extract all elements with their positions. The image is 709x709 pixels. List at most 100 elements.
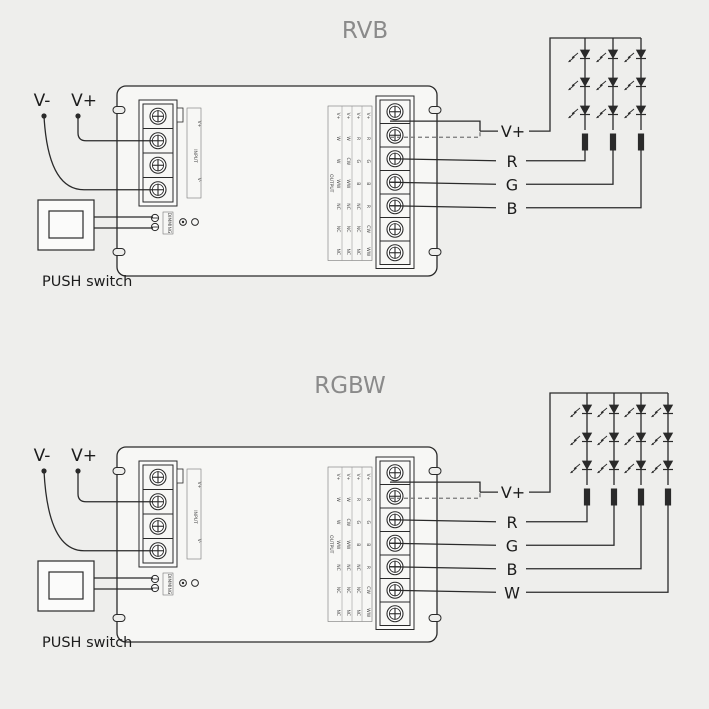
output-table-cell: B <box>365 543 371 546</box>
wire-output-color <box>389 205 497 209</box>
led-light-arrowhead <box>568 87 572 90</box>
resistor-icon <box>610 488 618 506</box>
output-block-label: OUTPUT <box>328 174 334 193</box>
output-table-cell: NC <box>355 248 361 255</box>
output-table <box>327 466 373 622</box>
switch-label: PUSH switch <box>42 635 132 651</box>
output-table-cell: W <box>335 520 341 525</box>
wire-led-bus <box>529 392 668 493</box>
led-icon <box>579 49 591 59</box>
output-table-cell: B <box>365 182 371 185</box>
output-table-cell: G <box>355 520 361 524</box>
output-table-cell: NC <box>355 226 361 233</box>
output-table-cell: WW <box>345 179 351 188</box>
output-table-cell: V+ <box>345 474 351 481</box>
led-icon <box>635 49 647 59</box>
output-table-cell: WW <box>365 608 371 617</box>
output-table-cell: WW <box>345 540 351 549</box>
wire-output-color <box>389 181 497 185</box>
output-table-cell: V+ <box>345 113 351 120</box>
dimming-label: DIMMING <box>166 213 172 234</box>
output-table-cell: V+ <box>365 113 371 120</box>
output-wire-label: B <box>507 560 518 579</box>
output-table-cell: WW <box>365 247 371 256</box>
led-icon <box>608 432 620 442</box>
led-light-arrowhead <box>624 59 628 62</box>
output-table-cell: R <box>365 205 371 208</box>
led-icon <box>662 404 674 414</box>
wire-output-vplus <box>390 120 481 132</box>
output-wire-label: V+ <box>501 483 525 502</box>
push-switch-icon <box>37 560 95 612</box>
wire-led-return <box>526 150 586 162</box>
wire-output-vplus <box>390 481 481 493</box>
wire-output-color <box>389 566 497 570</box>
led-light-arrowhead <box>651 470 655 473</box>
output-table-cell: NC <box>335 609 341 616</box>
dimming-label-strip <box>162 211 174 235</box>
led-icon <box>607 49 619 59</box>
resistor-icon <box>581 133 589 151</box>
input-block-label: INPUT <box>192 510 198 524</box>
output-table-cell: V+ <box>335 113 341 120</box>
output-table-cell: NC <box>355 609 361 616</box>
output-table-cell: V+ <box>355 113 361 120</box>
led-light-arrowhead <box>596 87 600 90</box>
wire-led-bus <box>529 37 641 132</box>
mounting-slot <box>428 248 442 256</box>
output-table-cell: NC <box>345 226 351 233</box>
output-wire-label: G <box>506 175 518 194</box>
output-table-cell: R <box>355 498 361 501</box>
diagram-title: RVB <box>342 18 388 44</box>
input-pin-label: V- <box>196 178 202 183</box>
output-table-cell: NC <box>335 226 341 233</box>
wire-output-color <box>389 589 497 593</box>
output-table-cell: CW <box>365 225 371 233</box>
output-table-cell: R <box>365 566 371 569</box>
output-table-cell: R <box>355 137 361 140</box>
output-wire-label: B <box>507 199 518 218</box>
input-label-v-plus: V+ <box>71 91 97 111</box>
led-light-arrowhead <box>570 442 574 445</box>
led-icon <box>581 432 593 442</box>
output-table-cell: W <box>335 497 341 502</box>
output-table-cell: NC <box>345 248 351 255</box>
led-light-arrowhead <box>568 115 572 118</box>
output-table-cell: CW <box>365 586 371 594</box>
output-table <box>327 105 373 261</box>
led-icon <box>608 460 620 470</box>
output-table-cell: G <box>365 159 371 163</box>
led-icon <box>581 404 593 414</box>
output-table-cell: G <box>365 520 371 524</box>
output-table-cell: CW <box>345 157 351 165</box>
led-light-arrowhead <box>651 442 655 445</box>
wire-led-return <box>526 150 614 185</box>
wire-v-plus <box>77 116 153 142</box>
led-light-arrowhead <box>596 115 600 118</box>
led-light-arrowhead <box>568 59 572 62</box>
output-table-cell: NC <box>335 203 341 210</box>
mounting-slot <box>112 106 126 114</box>
output-table-cell: CW <box>345 518 351 526</box>
led-light-arrowhead <box>624 470 628 473</box>
led-icon <box>608 404 620 414</box>
wire-output-vplus-alt <box>390 492 481 499</box>
wire-led-return <box>526 505 615 546</box>
indicator-led-icon <box>179 579 187 587</box>
input-label-v-minus: V- <box>34 91 51 111</box>
output-table-cell: NC <box>355 203 361 210</box>
wire-led-return <box>526 505 588 523</box>
resistor-icon <box>637 488 645 506</box>
output-wire-label: G <box>506 536 518 555</box>
terminal-tab <box>176 107 184 123</box>
led-icon <box>635 404 647 414</box>
wire-led-return <box>526 505 669 593</box>
input-block-label: INPUT <box>192 149 198 163</box>
resistor-icon <box>609 133 617 151</box>
indicator-led-icon <box>179 218 187 226</box>
output-table-cell: G <box>355 159 361 163</box>
led-light-arrowhead <box>624 115 628 118</box>
mounting-slot <box>112 614 126 622</box>
